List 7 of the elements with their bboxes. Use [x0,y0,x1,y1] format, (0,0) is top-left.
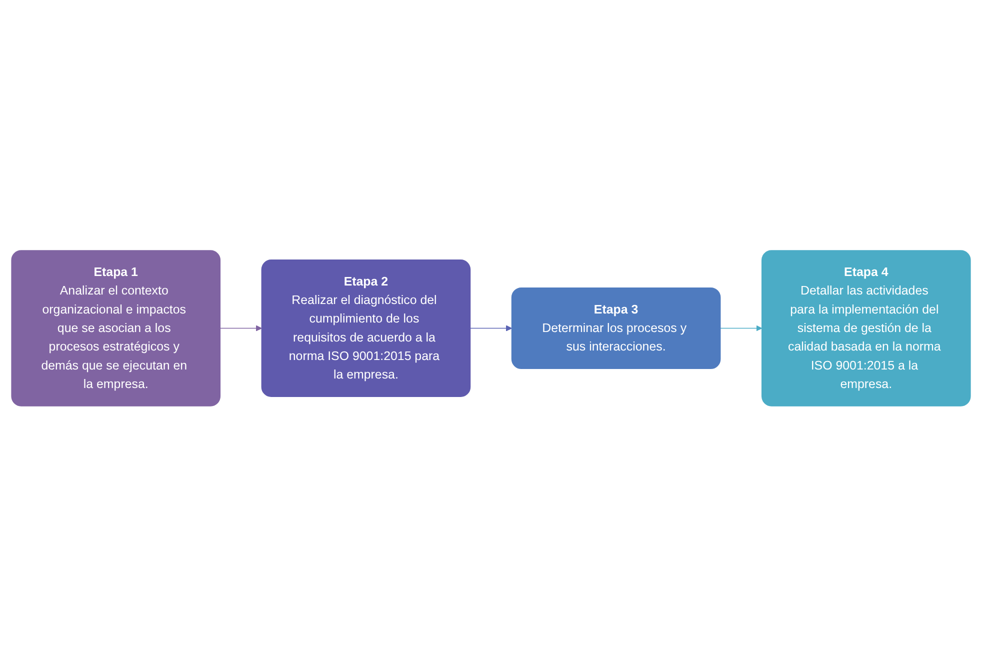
node-box: Etapa 2 Realizar el diagnóstico del cumplimiento de los requisitos de acuerdo a la norma ISO 9001:2015 para la empresa. [261,259,471,397]
arrow [220,324,262,332]
node-box: Etapa 4 Detallar las actividades para la implementación del sistema de gestión de la calidad basada en la norma ISO 9001:2015 a la empresa. [761,250,971,406]
arrow [470,324,512,332]
node-box: Etapa 3 Determinar los procesos y sus interacciones. [511,287,721,369]
node-box: Etapa 1 Analizar el contexto organizacional e impactos que se asocian a los procesos estratégicos y demás que se ejecutan en la empresa. [11,250,221,406]
arrow [720,324,762,332]
